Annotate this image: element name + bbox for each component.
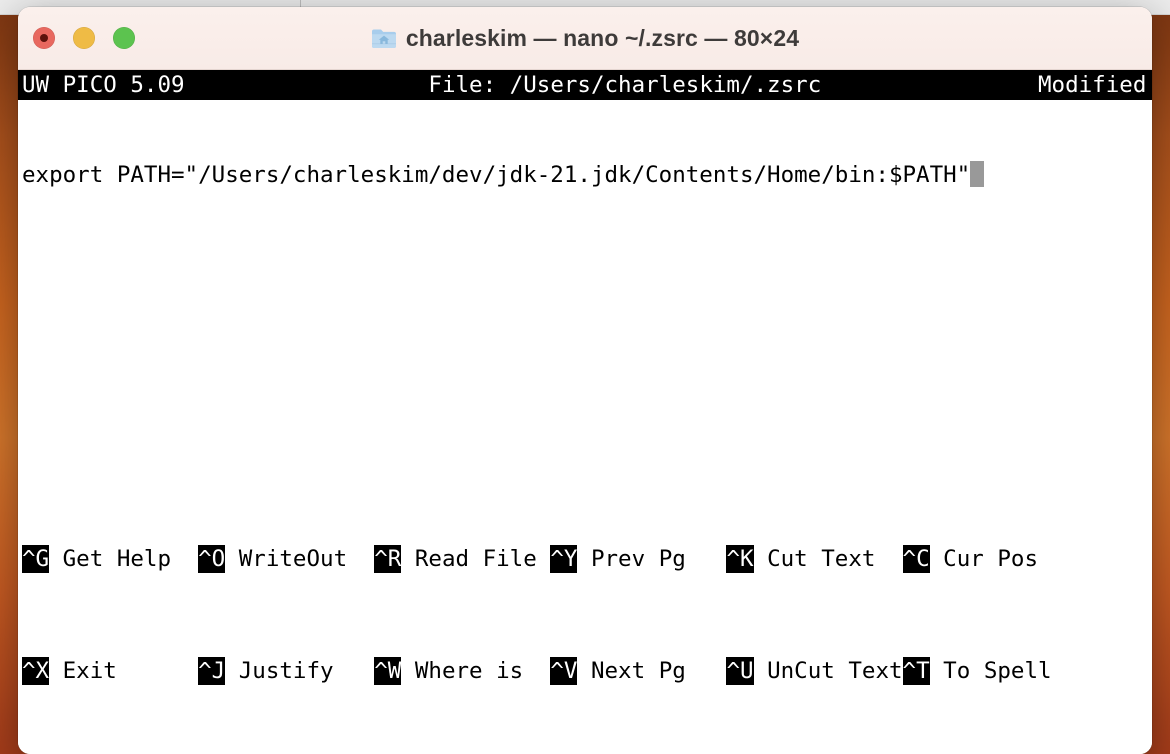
minimize-button[interactable]	[73, 27, 95, 49]
shortcut-key-cur-pos[interactable]: ^C	[902, 545, 930, 573]
shortcut-label-cut-text[interactable]: Cut Text	[753, 546, 903, 572]
editor-status-bar: UW PICO 5.09 File: /Users/charleskim/.zs…	[18, 70, 1152, 100]
status-gap-2	[821, 72, 1038, 98]
shortcut-key-exit[interactable]: ^X	[22, 657, 50, 685]
editor-modified-flag: Modified	[1038, 72, 1147, 98]
shortcut-label-cur-pos[interactable]: Cur Pos	[929, 546, 1039, 572]
home-folder-icon	[371, 29, 396, 48]
shortcut-row-1: ^G Get Help ^O WriteOut ^R Read File ^Y …	[22, 545, 1152, 573]
window-title-text: charleskim — nano ~/.zsrc — 80×24	[405, 24, 800, 51]
editor-line-1[interactable]: export PATH="/Users/charleskim/dev/jdk-2…	[22, 156, 1152, 194]
window-titlebar[interactable]: charleskim — nano ~/.zsrc — 80×24	[18, 7, 1152, 70]
shortcut-label-where-is[interactable]: Where is	[401, 658, 551, 684]
shortcut-key-read-file[interactable]: ^R	[374, 545, 402, 573]
shortcut-key-cut-text[interactable]: ^K	[726, 545, 754, 573]
shortcut-label-writeout[interactable]: WriteOut	[225, 546, 375, 572]
shortcut-label-read-file[interactable]: Read File	[401, 546, 551, 572]
shortcut-label-justify[interactable]: Justify	[225, 658, 375, 684]
shortcut-label-prev-pg[interactable]: Prev Pg	[577, 546, 727, 572]
shortcut-row-2: ^X Exit ^J Justify ^W Where is ^V Next P…	[22, 657, 1152, 685]
shortcut-label-exit[interactable]: Exit	[49, 658, 199, 684]
editor-file-label: File: /Users/charleskim/.zsrc	[428, 72, 822, 98]
shortcut-key-to-spell[interactable]: ^T	[902, 657, 930, 685]
shortcut-label-get-help[interactable]: Get Help	[49, 546, 199, 572]
terminal-window[interactable]: charleskim — nano ~/.zsrc — 80×24 UW PIC…	[18, 7, 1152, 754]
shortcut-label-next-pg[interactable]: Next Pg	[577, 658, 727, 684]
traffic-light-group	[33, 27, 135, 49]
shortcut-key-where-is[interactable]: ^W	[374, 657, 402, 685]
terminal-content[interactable]: UW PICO 5.09 File: /Users/charleskim/.zs…	[18, 70, 1152, 754]
status-gap-1	[185, 72, 429, 98]
editor-line-1-text: export PATH="/Users/charleskim/dev/jdk-2…	[22, 162, 971, 188]
shortcut-label-to-spell[interactable]: To Spell	[929, 658, 1052, 684]
shortcut-key-prev-pg[interactable]: ^Y	[550, 545, 578, 573]
shortcut-key-get-help[interactable]: ^G	[22, 545, 50, 573]
window-title-group: charleskim — nano ~/.zsrc — 80×24	[18, 25, 1152, 52]
maximize-button[interactable]	[113, 27, 135, 49]
shortcut-key-uncut-text[interactable]: ^U	[726, 657, 754, 685]
editor-shortcut-bar: ^G Get Help ^O WriteOut ^R Read File ^Y …	[18, 489, 1152, 741]
shortcut-key-justify[interactable]: ^J	[198, 657, 226, 685]
close-button[interactable]	[33, 27, 55, 49]
shortcut-key-next-pg[interactable]: ^V	[550, 657, 578, 685]
shortcut-label-uncut-text[interactable]: UnCut Text	[753, 658, 903, 684]
editor-text-area[interactable]: export PATH="/Users/charleskim/dev/jdk-2…	[18, 100, 1152, 250]
shortcut-key-writeout[interactable]: ^O	[198, 545, 226, 573]
text-cursor	[970, 161, 985, 187]
editor-version-label: UW PICO 5.09	[22, 72, 185, 98]
